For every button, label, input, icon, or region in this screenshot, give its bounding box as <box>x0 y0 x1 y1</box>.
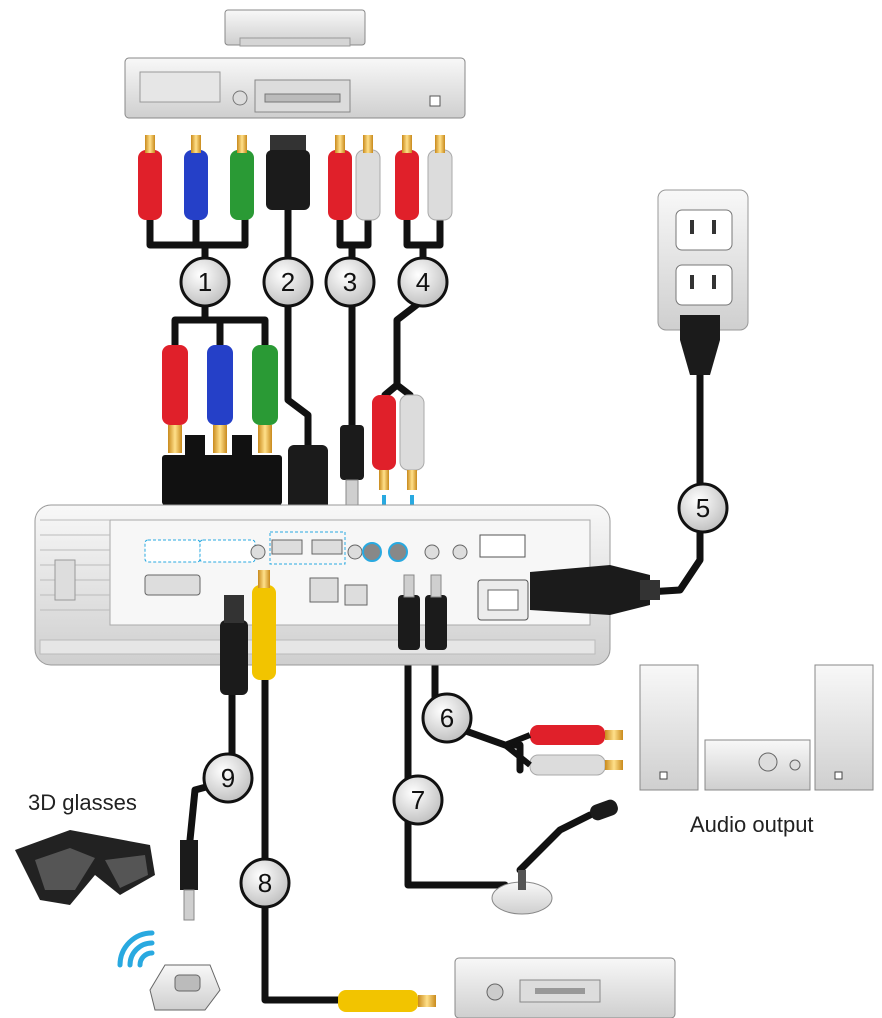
component-plugs-top <box>138 135 254 220</box>
component-to-vga-adapter <box>162 345 282 530</box>
video-player-icon <box>454 957 676 1018</box>
callout-number: 1 <box>198 267 212 297</box>
callout-1: 1 <box>179 256 231 308</box>
callout-number: 4 <box>416 267 430 297</box>
microphone-icon <box>491 799 618 915</box>
callout-number: 2 <box>281 267 295 297</box>
composite-plug <box>252 570 276 680</box>
callout-number: 9 <box>221 763 235 793</box>
callout-9: 9 <box>202 752 254 804</box>
audio-output-label: Audio output <box>690 812 814 837</box>
audio-rca-plugs-bottom <box>372 394 425 490</box>
callout-4: 4 <box>397 256 449 308</box>
callout-number: 7 <box>411 785 425 815</box>
callout-8: 8 <box>239 857 291 909</box>
callout-badges: 1 2 3 4 5 6 7 8 9 <box>179 256 729 909</box>
callout-3: 3 <box>324 256 376 308</box>
callout-number: 5 <box>696 493 710 523</box>
projector-icon <box>34 504 611 666</box>
dvd-player-icon <box>124 9 466 119</box>
callout-number: 6 <box>440 703 454 733</box>
audio-rca-plugs-6 <box>503 725 623 776</box>
callout-7: 7 <box>392 774 444 826</box>
audio-mini-plug <box>340 425 364 526</box>
3d-sync-plug <box>220 595 248 695</box>
ir-emitter-icon <box>149 840 221 1011</box>
power-plug <box>530 565 660 615</box>
callout-5: 5 <box>677 482 729 534</box>
power-outlet-icon <box>657 189 749 375</box>
speaker-system-icon <box>639 664 874 791</box>
callout-number: 8 <box>258 868 272 898</box>
audio-rca-plugs-top-3 <box>328 135 381 221</box>
callout-2: 2 <box>262 256 314 308</box>
hdmi-plug-top <box>266 135 310 210</box>
wireless-signal-icon <box>117 930 155 968</box>
audio-out-plugs <box>398 574 447 650</box>
glasses-label: 3D glasses <box>28 790 137 815</box>
3d-glasses-icon <box>15 830 155 905</box>
composite-plug-bottom <box>338 990 436 1012</box>
callout-number: 3 <box>343 267 357 297</box>
callout-6: 6 <box>421 692 473 744</box>
audio-rca-plugs-top-4 <box>395 135 453 221</box>
